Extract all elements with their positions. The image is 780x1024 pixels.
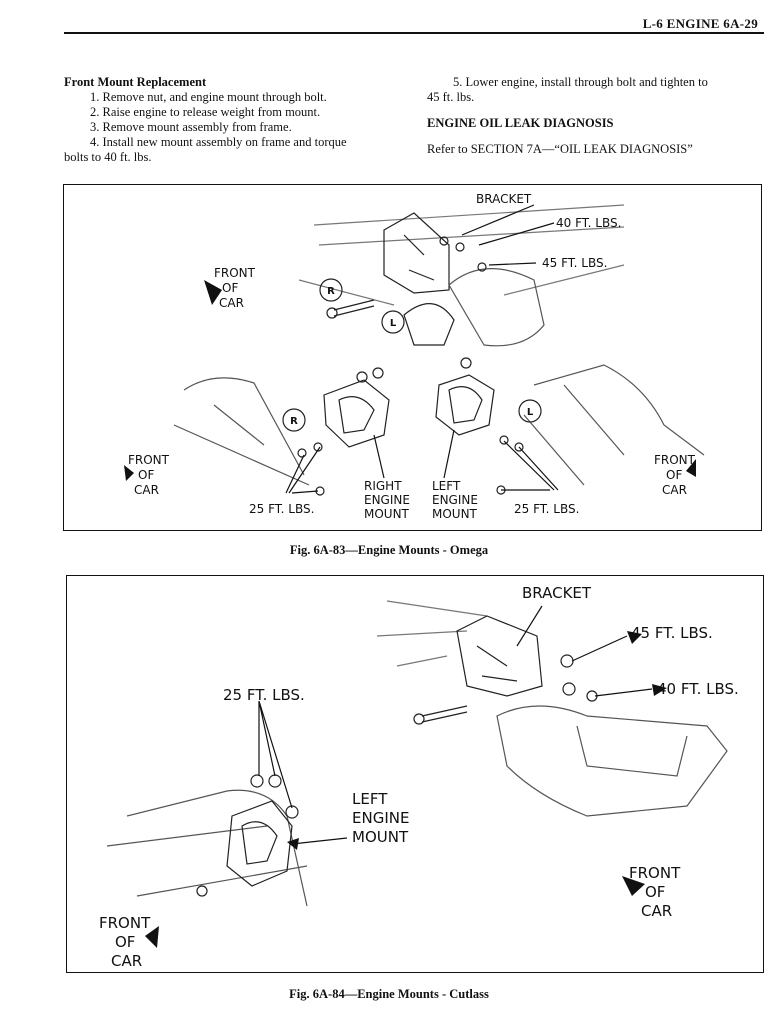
header-rule [64,32,764,34]
left-mount-shape [435,374,495,436]
right-mount-line-2: ENGINE [364,493,410,507]
cutlass-bracket-label: BRACKET [522,584,592,602]
step-1: 1. Remove nut, and engine mount through … [90,90,327,104]
front-top-line-3: CAR [219,296,244,310]
cutlass-front-right-line-3: CAR [641,902,672,920]
cutlass-front-left-line-3: CAR [111,952,142,970]
circle-l-upper: L [390,318,397,329]
front-right-line-2: OF [666,468,682,482]
cutlass-illustration: BRACKET 45 FT. LBS. 40 FT. LBS. 25 FT. L… [99,584,739,970]
cutlass-front-right-line-1: FRONT [629,864,681,882]
step-4-continuation: bolts to 40 ft. lbs. [64,150,152,164]
front-top-line-1: FRONT [214,266,256,280]
front-arrow-right [686,459,696,477]
circle-r-lower: R [290,416,298,427]
omega-torque-45-label: 45 FT. LBS. [542,256,607,270]
cutlass-left-mount-line-2: ENGINE [352,809,409,827]
step-2: 2. Raise engine to release weight from m… [90,105,321,119]
right-column: 5. Lower engine, install through bolt an… [427,75,753,157]
front-left-line-3: CAR [134,483,159,497]
omega-bracket-label: BRACKET [476,192,532,206]
figure-2-caption: Fig. 6A-84—Engine Mounts - Cutlass [289,987,489,1001]
step-5-continuation: 45 ft. lbs. [427,90,475,104]
omega-torque-25-right-label: 25 FT. LBS. [514,502,579,516]
step-3: 3. Remove mount assembly from frame. [90,120,292,134]
cutlass-left-mount-line-3: MOUNT [352,828,409,846]
figure-engine-mounts-cutlass: BRACKET 45 FT. LBS. 40 FT. LBS. 25 FT. L… [66,575,764,973]
front-left-line-1: FRONT [128,453,170,467]
omega-torque-40-label: 40 FT. LBS. [556,216,621,230]
omega-illustration: BRACKET 40 FT. LBS. 45 FT. LBS. 25 FT. L… [124,192,705,521]
figure-engine-mounts-omega: BRACKET 40 FT. LBS. 45 FT. LBS. 25 FT. L… [63,184,762,531]
cutlass-torque-45-label: 45 FT. LBS. [631,624,713,642]
cutlass-left-mount-shape [226,800,293,887]
cutlass-front-arrow-right [622,876,645,896]
cutlass-bracket-shape [456,615,543,697]
front-right-line-3: CAR [662,483,687,497]
oil-leak-reference: Refer to SECTION 7A—“OIL LEAK DIAGNOSIS” [427,142,693,156]
left-mount-line-1: LEFT [432,479,461,493]
left-mount-line-3: MOUNT [432,507,478,521]
figure-1-caption: Fig. 6A-83—Engine Mounts - Omega [289,543,489,557]
front-left-line-2: OF [138,468,154,482]
cutlass-front-left-line-1: FRONT [99,914,151,932]
front-top-line-2: OF [222,281,238,295]
left-column: Front Mount Replacement 1. Remove nut, a… [64,75,394,165]
left-mount-line-2: ENGINE [432,493,478,507]
circle-l-lower: L [527,407,534,418]
front-right-line-1: FRONT [654,453,696,467]
step-4: 4. Install new mount assembly on frame a… [90,135,347,149]
right-mount-line-3: MOUNT [364,507,410,521]
right-mount-shape [323,379,390,448]
upper-bracket-shape [383,212,450,294]
cutlass-front-left-line-2: OF [115,933,135,951]
cutlass-front-right-line-2: OF [645,883,665,901]
omega-torque-25-left-label: 25 FT. LBS. [249,502,314,516]
oil-leak-heading: ENGINE OIL LEAK DIAGNOSIS [427,116,614,130]
running-head: L-6 ENGINE 6A-29 [642,16,758,31]
front-arrow-left [124,465,134,481]
cutlass-left-mount-line-1: LEFT [352,790,388,808]
circle-r-upper: R [327,286,335,297]
front-arrow-top [204,280,222,305]
page-header: L-6 ENGINE 6A-29 [0,6,778,34]
right-mount-line-1: RIGHT [364,479,402,493]
cutlass-torque-25-label: 25 FT. LBS. [223,686,305,704]
cutlass-torque-40-label: 40 FT. LBS. [657,680,739,698]
front-mount-heading: Front Mount Replacement [64,75,207,89]
cutlass-front-arrow-left [145,926,159,948]
step-5: 5. Lower engine, install through bolt an… [453,75,708,89]
